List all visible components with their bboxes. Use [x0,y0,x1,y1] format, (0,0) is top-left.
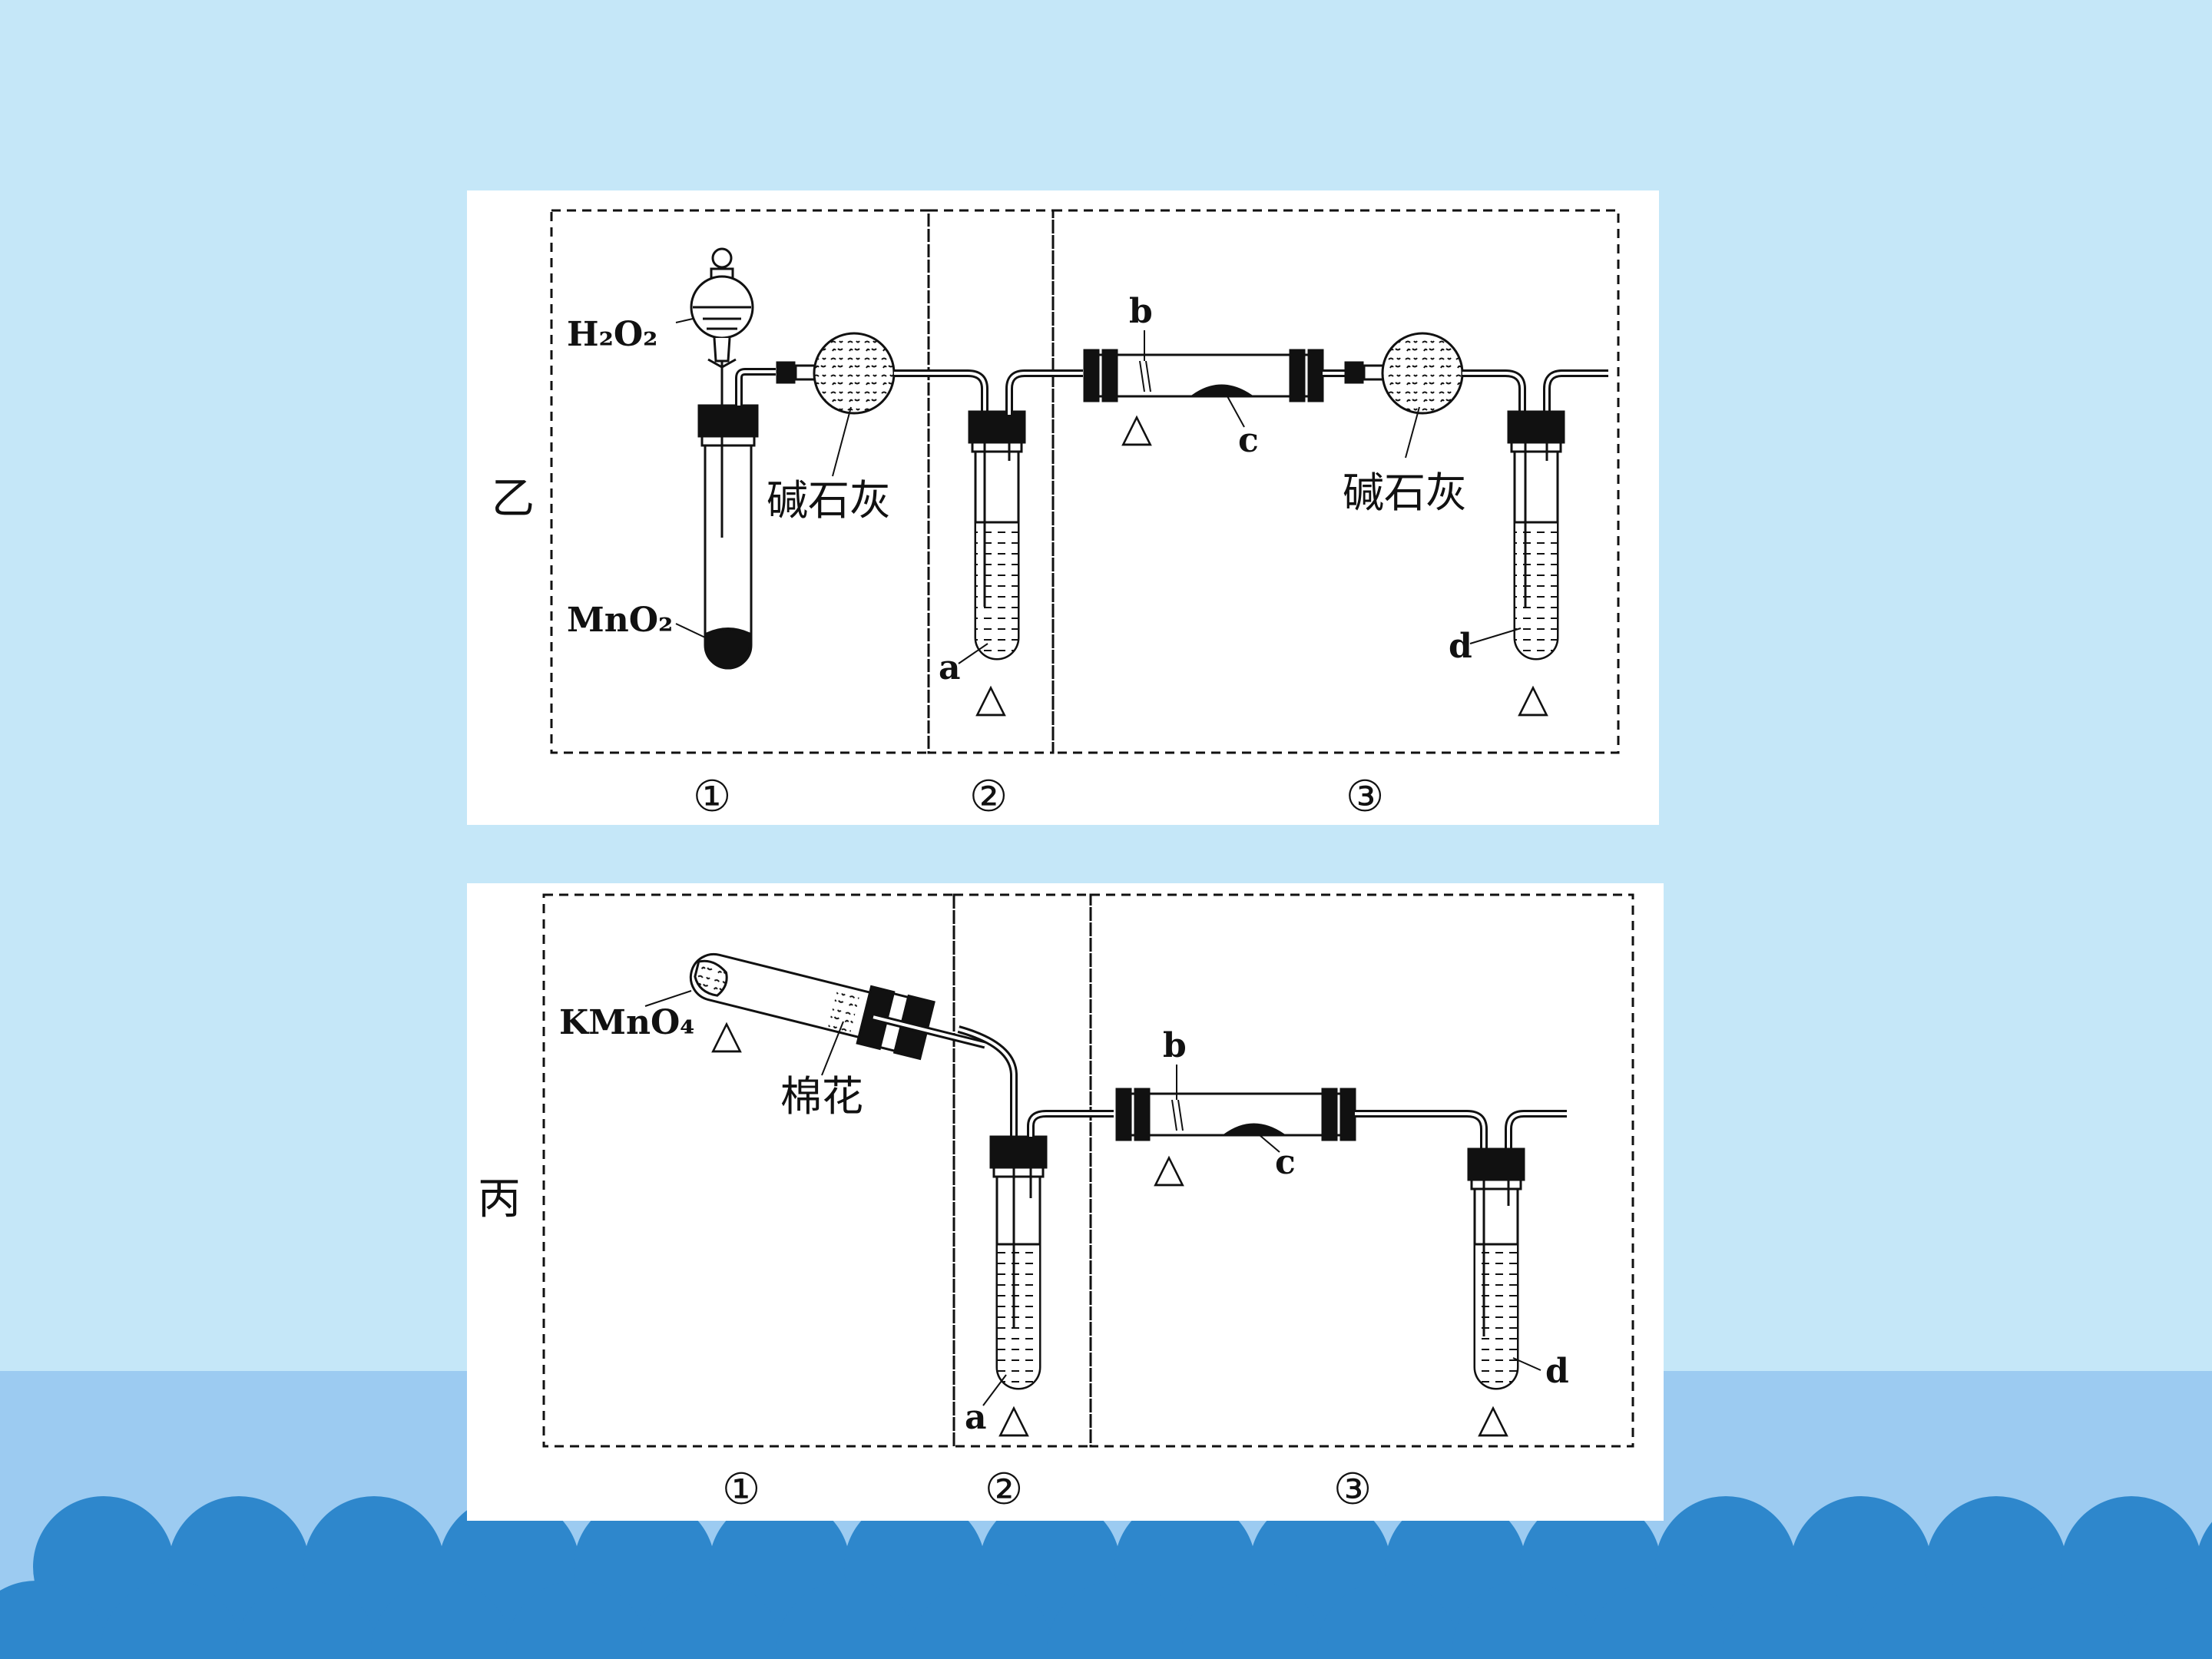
combustion-tube-bing [1115,1088,1356,1141]
tube-a-yi [968,410,1026,661]
drying-bulb-left [776,332,968,415]
tube-a-bing [989,1135,1048,1390]
marker-c-bing: c [1275,1143,1296,1182]
heat-symbol-d-bing: △ [1478,1396,1508,1442]
dryer-label-left: 碱石灰 [767,476,891,525]
marker-d-bing: d [1545,1352,1569,1391]
marker-d-yi: d [1449,627,1472,666]
reaction-tube-yi [697,399,759,670]
heat-symbol-kmno4: △ [711,1012,742,1058]
heat-symbol-a-bing: △ [998,1396,1029,1442]
diagram-yi-panel [467,190,1659,825]
marker-c-yi: c [1238,421,1259,460]
heat-symbol-a-yi: △ [975,675,1006,721]
marker-a-bing: a [965,1398,987,1437]
diagram-bing: 丙 KMnO₄ △ 棉花 a [467,883,1664,1521]
heated-tube-bing [689,952,986,1061]
section-label-3-bing: ③ [1333,1465,1372,1515]
combustion-tube-yi [1083,349,1324,402]
diagram-label-yi: 乙 [492,474,535,524]
reagent-h2o2: H₂O₂ [567,315,657,354]
section-label-1-yi: ① [693,772,731,822]
heat-symbol-b-bing: △ [1154,1145,1184,1191]
diagram-label-bing: 丙 [478,1174,521,1224]
marker-b-yi: b [1129,292,1153,331]
tube-d-bing [1467,1147,1525,1390]
tube-d-yi [1507,410,1565,661]
section-label-2-bing: ② [985,1465,1023,1515]
reagent-kmno4: KMnO₄ [559,1003,695,1042]
separatory-funnel [690,247,754,399]
heat-symbol-b-yi: △ [1121,405,1152,451]
section-boxes-yi [550,209,1620,754]
diagram-bing-panel [467,883,1664,1521]
drying-bulb-right [1344,332,1464,415]
reagent-mno2: MnO₂ [567,601,673,640]
section-label-1-bing: ① [722,1465,760,1515]
marker-b-bing: b [1163,1026,1187,1065]
section-label-2-yi: ② [969,772,1008,822]
marker-a-yi: a [939,648,961,687]
heat-symbol-d-yi: △ [1518,675,1548,721]
wave-decoration [0,1496,2212,1659]
diagram-yi: 乙 H₂O₂ MnO₂ [467,190,1659,825]
section-boxes-bing [542,893,1634,1448]
section-label-3-yi: ③ [1346,772,1384,822]
dryer-label-right: 碱石灰 [1343,469,1467,517]
cotton-label: 棉花 [780,1072,863,1121]
